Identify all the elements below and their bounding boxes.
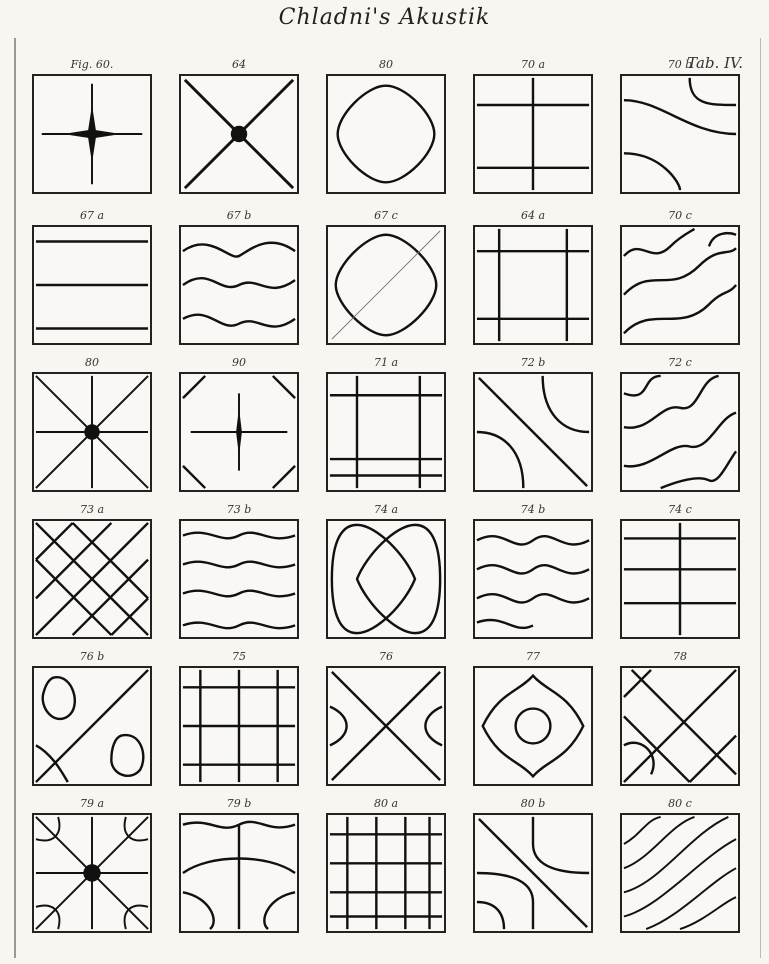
figure-label: 71 a: [322, 356, 450, 369]
figure-label: 78: [616, 650, 744, 663]
figure-label: 70 b: [616, 58, 744, 71]
figure-label: 74 b: [469, 503, 597, 516]
chladni-figure: [179, 519, 299, 639]
chladni-figure: [326, 813, 446, 933]
figure-label: Fig. 60.: [28, 58, 156, 71]
figure-label: 77: [469, 650, 597, 663]
figure-label: 64: [175, 58, 303, 71]
figure-label: 67 a: [28, 209, 156, 222]
figure-label: 80 b: [469, 797, 597, 810]
figure-label: 74 c: [616, 503, 744, 516]
figure-label: 76 b: [28, 650, 156, 663]
figure-label: 75: [175, 650, 303, 663]
chladni-figure: [473, 813, 593, 933]
chladni-figure: [620, 813, 740, 933]
figure-label: 80 a: [322, 797, 450, 810]
chladni-figure: [179, 225, 299, 345]
chladni-figure: [32, 74, 152, 194]
chladni-figure: [179, 372, 299, 492]
figure-label: 80: [28, 356, 156, 369]
chladni-figure: [32, 666, 152, 786]
figure-label: 80 c: [616, 797, 744, 810]
chladni-figure: [326, 74, 446, 194]
chladni-figure: [620, 74, 740, 194]
chladni-figure: [620, 372, 740, 492]
figure-label: 73 b: [175, 503, 303, 516]
figure-label: 76: [322, 650, 450, 663]
figure-label: 64 a: [469, 209, 597, 222]
figure-label: 80: [322, 58, 450, 71]
chladni-figure: [32, 519, 152, 639]
page-title: Chladni's Akustik: [0, 0, 769, 36]
chladni-figure: [179, 813, 299, 933]
figure-label: 73 a: [28, 503, 156, 516]
chladni-figure: [473, 74, 593, 194]
figure-label: 70 c: [616, 209, 744, 222]
figure-label: 70 a: [469, 58, 597, 71]
chladni-figure: [179, 74, 299, 194]
chladni-figure: [32, 225, 152, 345]
chladni-figure: [473, 372, 593, 492]
figure-label: 67 c: [322, 209, 450, 222]
figure-label: 74 a: [322, 503, 450, 516]
figure-label: 79 b: [175, 797, 303, 810]
chladni-figure: [620, 519, 740, 639]
chladni-figure: [620, 225, 740, 345]
chladni-figure: [32, 813, 152, 933]
figure-label: 72 b: [469, 356, 597, 369]
figure-label: 79 a: [28, 797, 156, 810]
chladni-figure: [179, 666, 299, 786]
chladni-figure: [620, 666, 740, 786]
figure-label: 90: [175, 356, 303, 369]
figure-label: 67 b: [175, 209, 303, 222]
chladni-figure: [473, 225, 593, 345]
chladni-figure: [326, 666, 446, 786]
figure-label: 72 c: [616, 356, 744, 369]
chladni-figure: [326, 372, 446, 492]
chladni-figure: [473, 519, 593, 639]
chladni-figure: [326, 225, 446, 345]
chladni-figure: [32, 372, 152, 492]
chladni-figure: [326, 519, 446, 639]
chladni-figure: [473, 666, 593, 786]
